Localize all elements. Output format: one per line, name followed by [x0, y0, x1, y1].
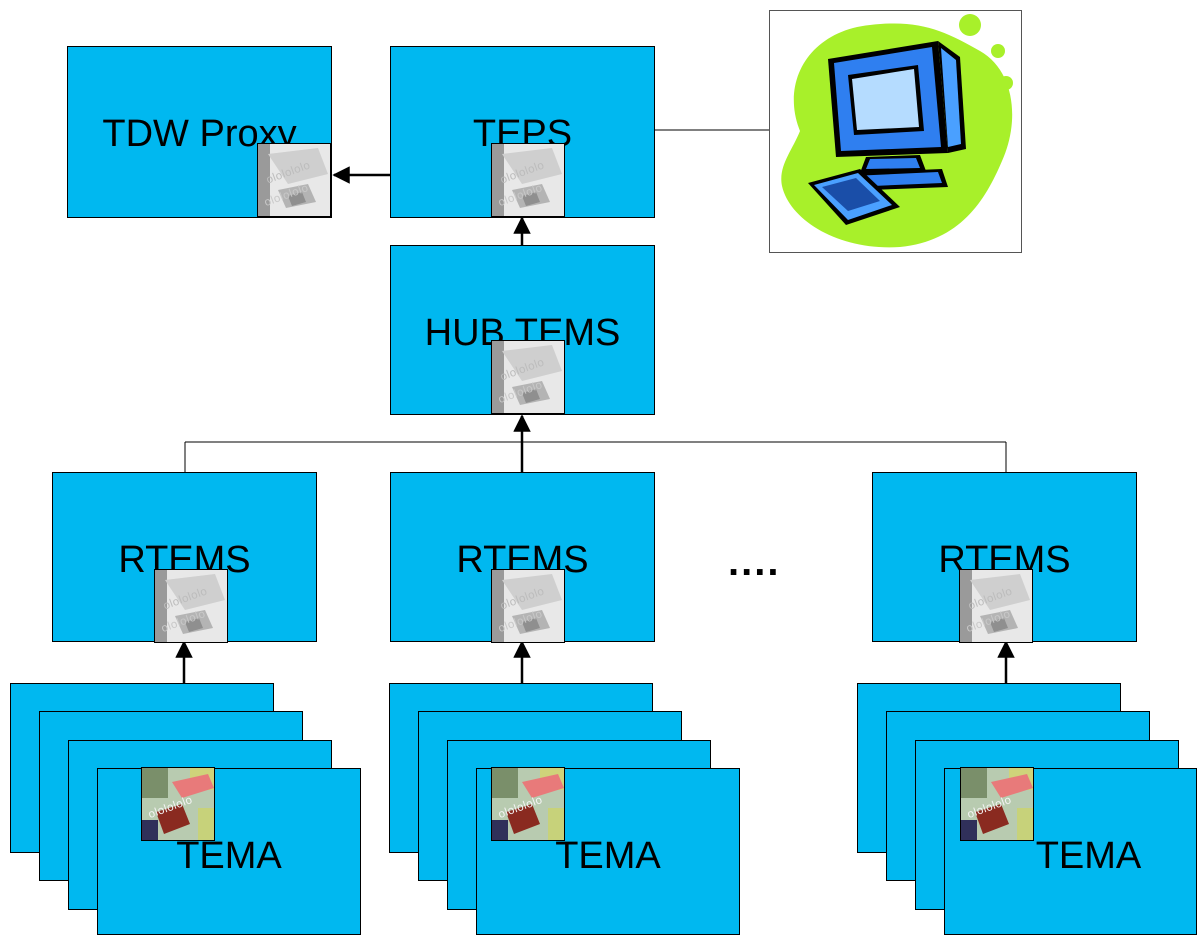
- tema-box-2: TEMA ololololo: [476, 767, 740, 935]
- agent-icon: ololololo: [141, 767, 215, 841]
- agent-icon: ololololo: [960, 767, 1034, 841]
- workstation-computer-icon: [769, 10, 1022, 253]
- tema-label-3: TEMA: [1035, 835, 1142, 877]
- tema-label-2: TEMA: [555, 835, 661, 877]
- more-rtems-ellipsis: ....: [728, 540, 781, 584]
- tema-label-1: TEMA: [176, 835, 282, 877]
- tema-box-3: TEMA ololololo: [944, 767, 1197, 935]
- tema-box-1: TEMA ololololo: [97, 767, 361, 935]
- agent-icon: ololololo: [491, 767, 565, 841]
